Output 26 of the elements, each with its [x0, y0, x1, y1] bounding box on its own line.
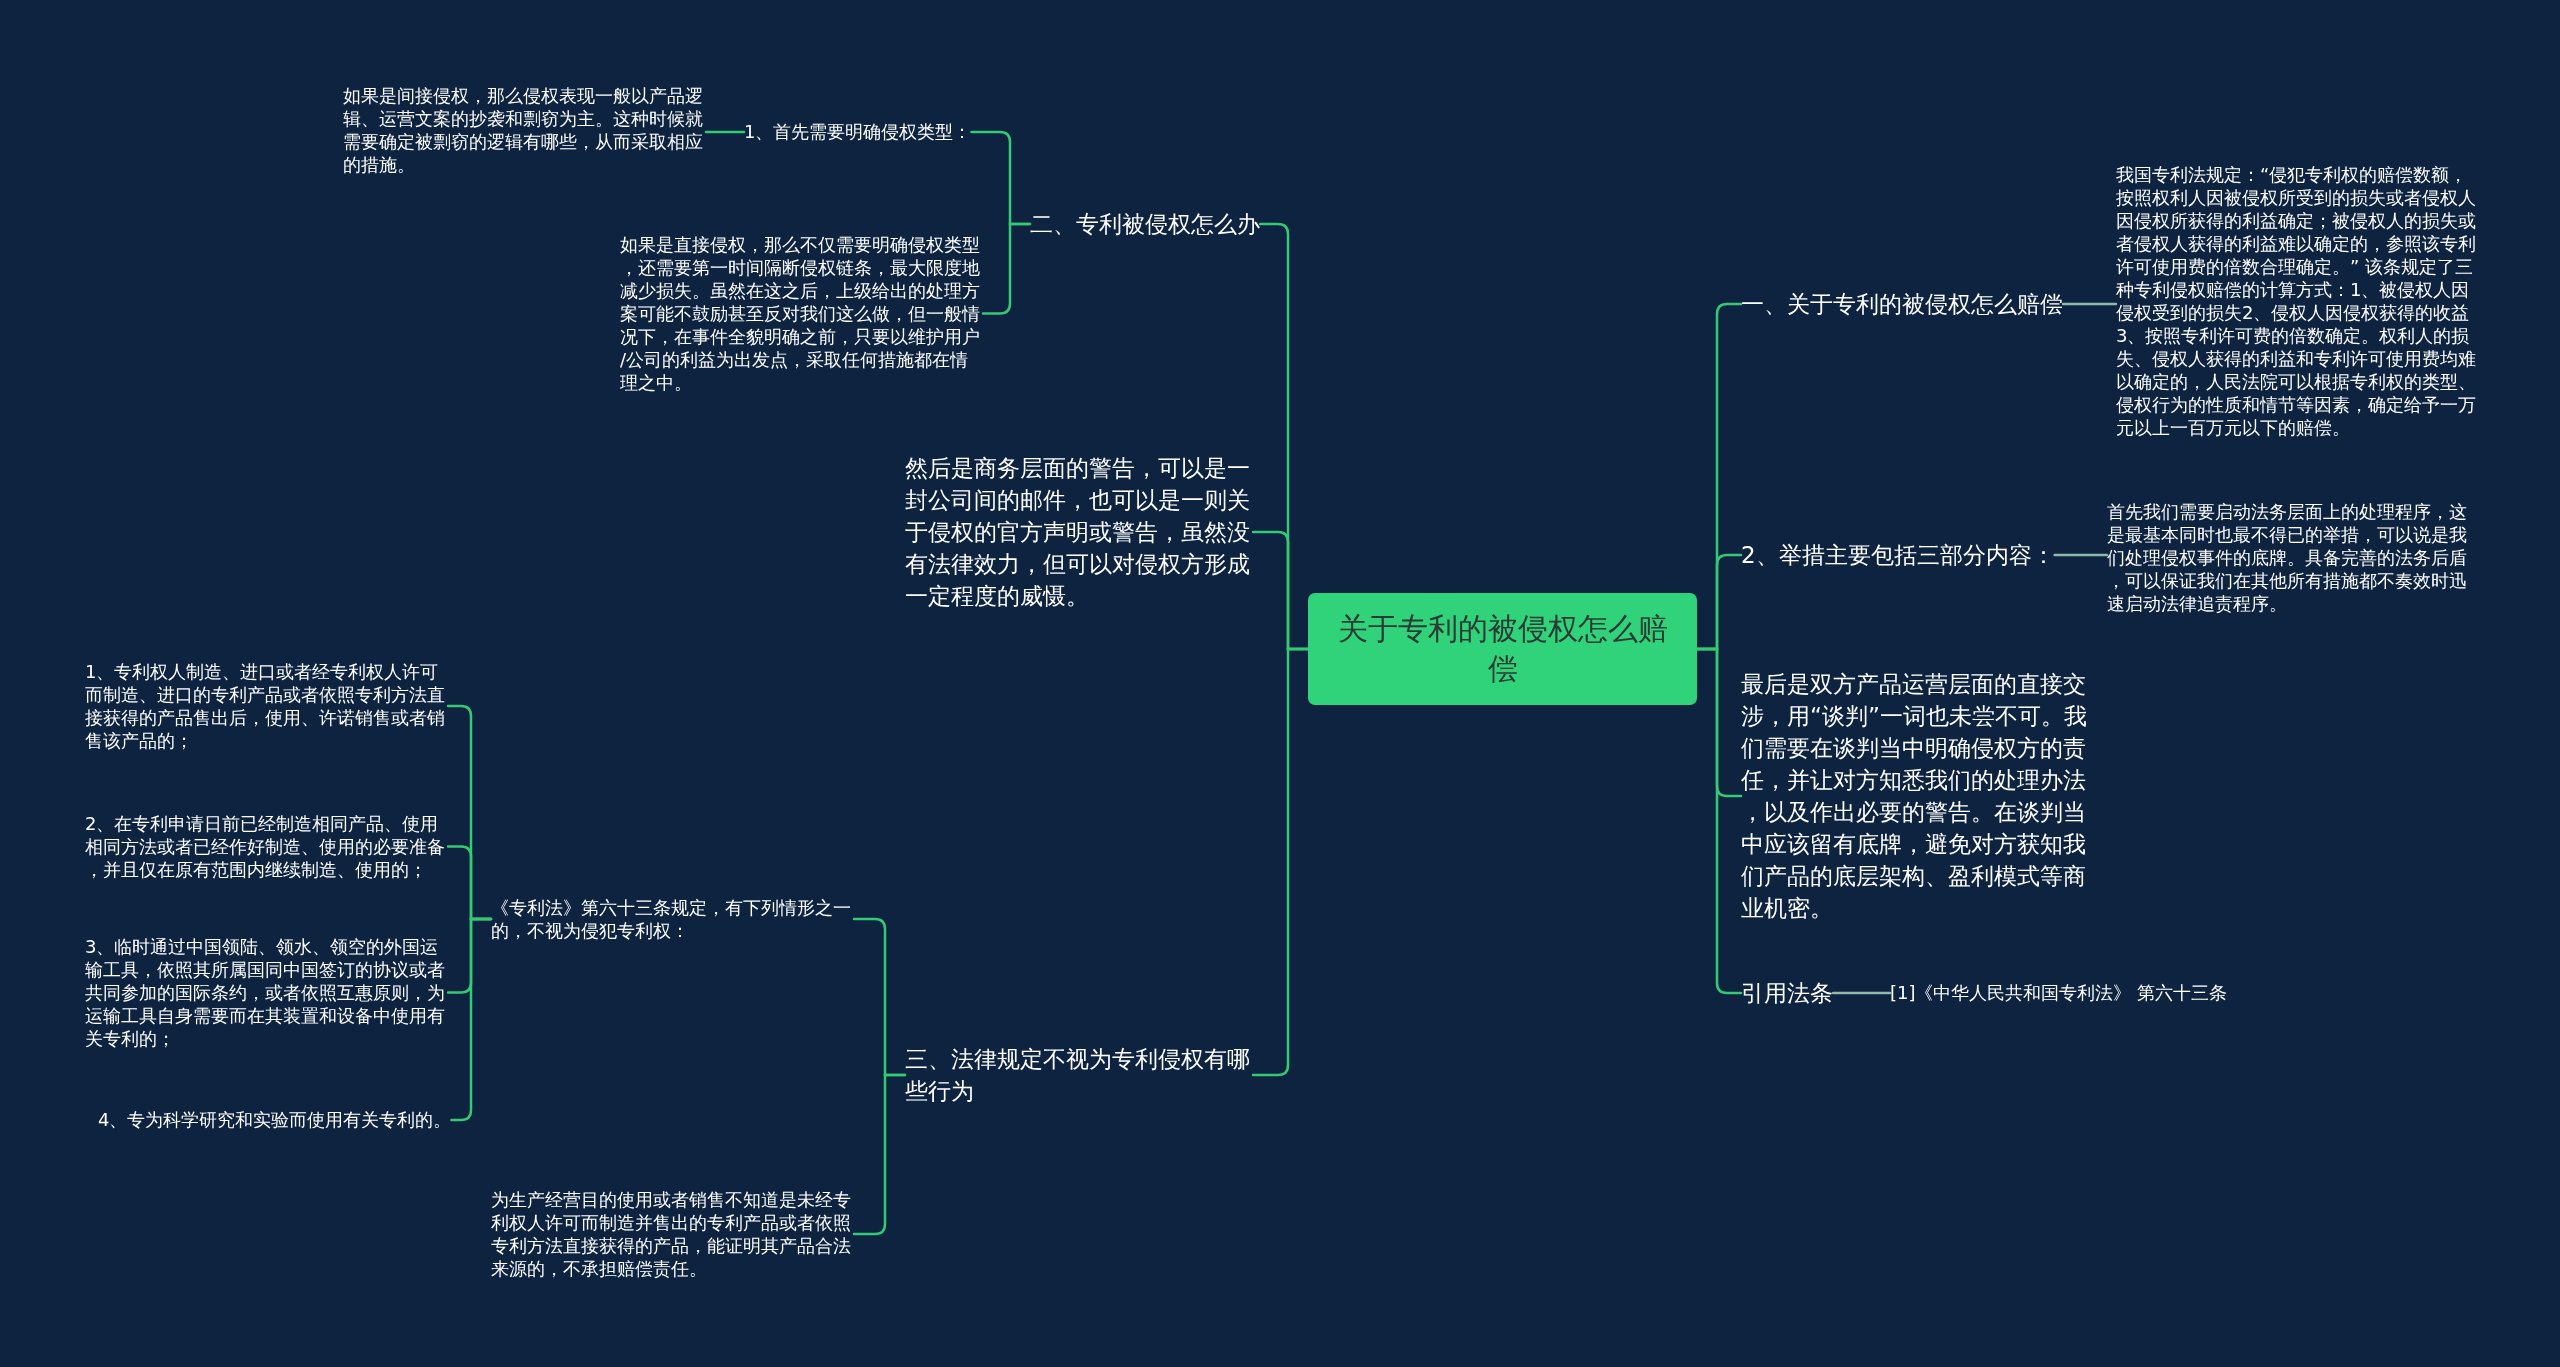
connector-line	[2053, 553, 2109, 557]
detail-text: 3、临时通过中国领陆、领水、领空的外国运输工具，依照其所属国同中国签订的协议或者共同参加的国际条约，或者依照互惠原则，为运输工具自身需要而在其装置和设备中使用有关专利的；	[85, 935, 448, 1050]
branch-topic-text: 引用法条	[1741, 977, 1833, 1009]
connector-line	[1831, 991, 1892, 995]
detail-text: 2、在专利申请日前已经制造相同产品、使用相同方法或者已经作好制造、使用的必要准备，并且仅在原有范围内继续制造、使用的；	[85, 812, 448, 881]
connector-line	[2061, 302, 2118, 306]
detail-text: 4、专为科学研究和实验而使用有关专利的。	[98, 1108, 452, 1132]
paragraph-text: 然后是商务层面的警告，可以是一封公司间的邮件，也可以是一则关于侵权的官方声明或警告，虽然没有法律效力，但可以对侵权方形成一定程度的威慑。	[905, 452, 1253, 612]
branch-topic-text: 三、法律规定不视为专利侵权有哪些行为	[905, 1043, 1253, 1107]
detail-text: 首先我们需要启动法务层面上的处理程序，这是最基本同时也最不得已的举措，可以说是我们处理侵权事件的底牌。具备完善的法务后盾，可以保证我们在其他所有措施都不奏效时迅速启动法律追责程序。	[2107, 500, 2470, 615]
connector-line	[1251, 647, 1310, 1077]
central-topic: 关于专利的被侵权怎么赔偿	[1308, 593, 1697, 705]
connector-line	[704, 130, 746, 134]
detail-text: 我国专利法规定：“侵犯专利权的赔偿数额，按照权利人因被侵权所受到的损失或者侵权人因侵权所获得的利益确定；被侵权人的损失或者侵权人获得的利益难以确定的，参照该专利许可使用费的倍数合理确定。” 该条规定了三种专利侵权赔偿的计算方式：1、被侵权人因侵权受到的损失2、侵权人因侵权获得的收益3、按照专利许可费的倍数确定。权利人的损失、侵权人获得的利益和专利许可使用费均难以确定的，人民法院可以根据专利权的类型、侵权行为的性质和情节等因素，确定给予一万元以上一百万元以下的赔偿。	[2116, 163, 2479, 439]
detail-text: 如果是直接侵权，那么不仅需要明确侵权类型，还需要第一时间隔断侵权链条，最大限度地减少损失。虽然在这之后，上级给出的处理方案可能不鼓励甚至反对我们这么做，但一般情况下，在事件全貌明确之前，只要以维护用户/公司的利益为出发点，采取任何措施都在情理之中。	[620, 233, 983, 394]
detail-text: 为生产经营目的使用或者销售不知道是未经专利权人许可而制造并售出的专利产品或者依照专利方法直接获得的产品，能证明其产品合法来源的，不承担赔偿责任。	[491, 1188, 854, 1280]
detail-text: 1、专利权人制造、进口或者经专利权人许可而制造、进口的专利产品或者依照专利方法直接获得的产品售出后，使用、许诺销售或者销售该产品的；	[85, 660, 448, 752]
subtopic-text: 《专利法》第六十三条规定，有下列情形之一的，不视为侵犯专利权：	[491, 896, 854, 942]
connector-line	[1695, 647, 1743, 995]
branch-topic-text: 一、关于专利的被侵权怎么赔偿	[1741, 288, 2063, 320]
subtopic-text: [1]《中华人民共和国专利法》 第六十三条	[1890, 981, 2228, 1005]
branch-topic-text: 2、举措主要包括三部分内容：	[1741, 539, 2055, 571]
paragraph-text: 最后是双方产品运营层面的直接交涉，用“谈判”一词也未尝不可。我们需要在谈判当中明确侵权方的责任，并让对方知悉我们的处理办法，以及作出必要的警告。在谈判当中应该留有底牌，避免对方获知我们产品的底层架构、盈利模式等商业机密。	[1741, 668, 2089, 924]
branch-topic-text: 二、专利被侵权怎么办	[1030, 208, 1260, 240]
subtopic-text: 1、首先需要明确侵权类型：	[744, 120, 972, 144]
detail-text: 如果是间接侵权，那么侵权表现一般以产品逻辑、运营文案的抄袭和剽窃为主。这种时候就需要确定被剽窃的逻辑有哪些，从而采取相应的措施。	[343, 84, 706, 176]
